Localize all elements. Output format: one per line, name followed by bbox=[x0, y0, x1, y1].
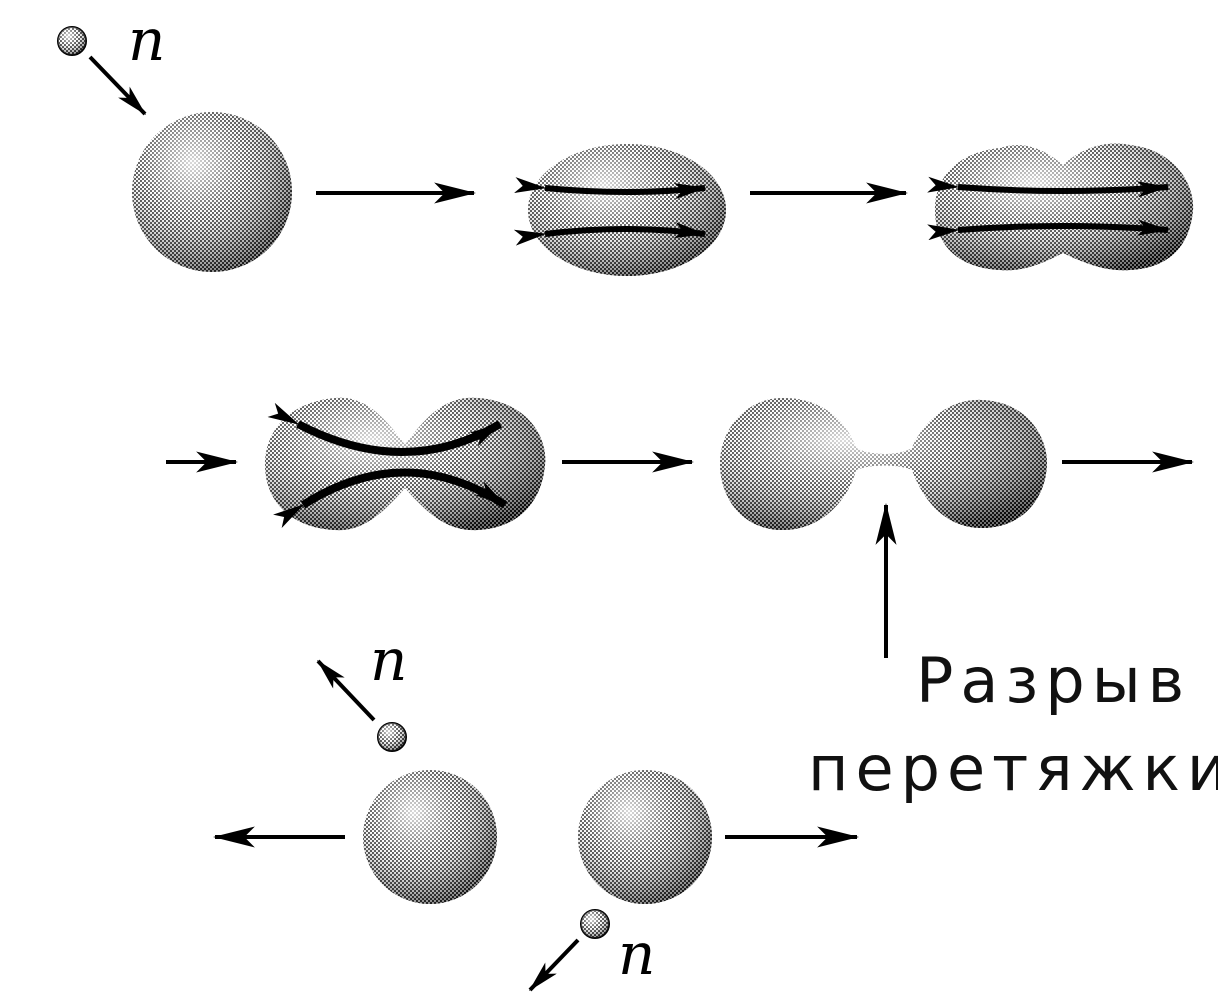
neutron-label-lower: n bbox=[618, 920, 655, 988]
oscillating-nucleus bbox=[513, 144, 726, 276]
emitted-neutron-upper bbox=[377, 722, 407, 752]
elongated-nucleus bbox=[927, 143, 1194, 271]
dumbbell-nucleus bbox=[720, 398, 1047, 530]
caption-line-2: перетяжки bbox=[808, 732, 1218, 805]
caption-line-1: Разрыв bbox=[916, 644, 1191, 717]
emitted-neutron-upper-arrow bbox=[316, 659, 376, 722]
emitted-neutron-lower-arrow bbox=[528, 938, 580, 992]
initial-nucleus bbox=[132, 112, 292, 272]
incoming-neutron-arrow bbox=[88, 55, 147, 116]
fragment-right bbox=[578, 770, 712, 904]
neutron-label-incoming: n bbox=[128, 6, 165, 74]
emitted-neutron-lower bbox=[580, 909, 610, 939]
incoming-neutron bbox=[57, 26, 87, 56]
fragment-left bbox=[363, 770, 497, 904]
neutron-label-upper: n bbox=[370, 626, 407, 694]
necking-nucleus bbox=[265, 397, 546, 531]
